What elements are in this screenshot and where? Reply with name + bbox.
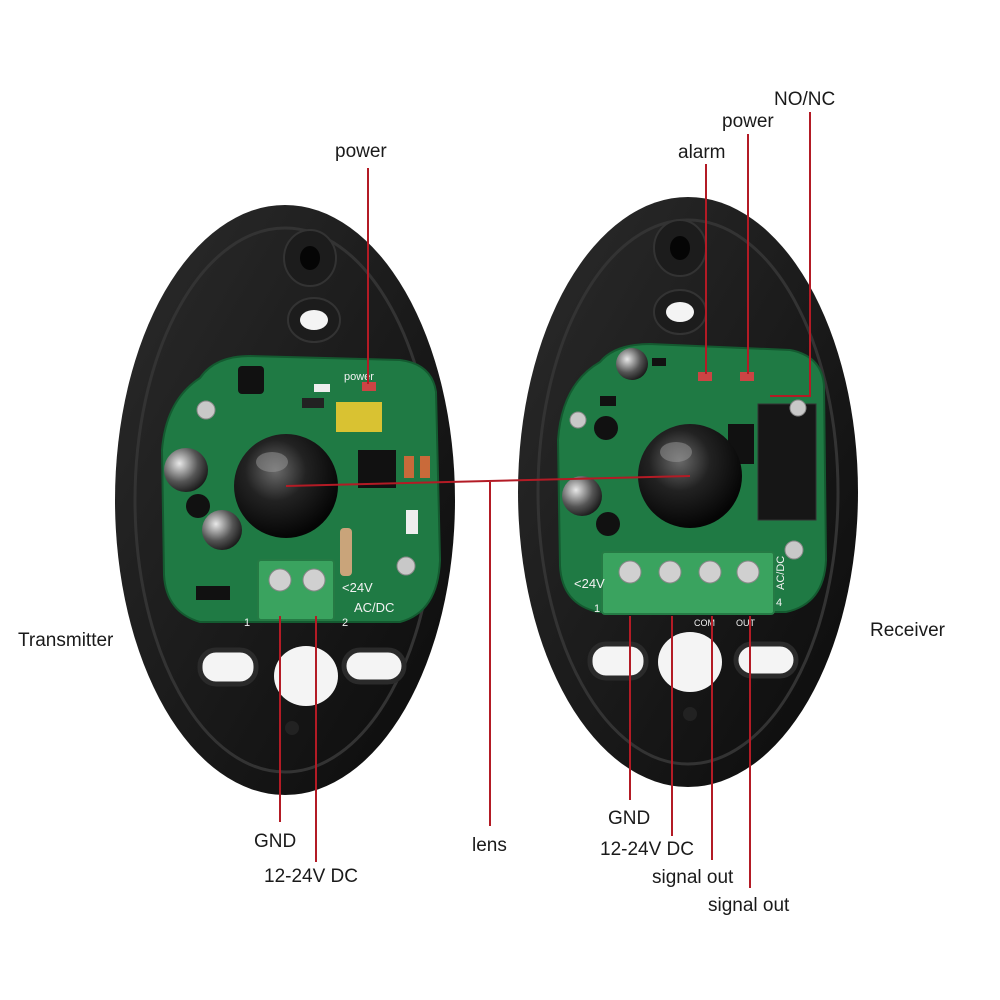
transmitter-terminal-screw-1 (268, 568, 292, 592)
leader-lines (279, 112, 811, 888)
receiver-terminal-block (601, 551, 775, 615)
receiver-smd-2 (600, 396, 616, 406)
receiver-power-led (740, 372, 754, 381)
transmitter-resistor-r3 (406, 510, 418, 534)
label-transmitter: Transmitter (18, 630, 114, 651)
transmitter-diode-d2 (420, 456, 430, 478)
transmitter-power-led (362, 382, 376, 391)
transmitter-silk-power: power (344, 371, 374, 383)
receiver-silk-voltage: <24V (574, 576, 605, 591)
transmitter-screw-left (196, 400, 216, 420)
transmitter-capacitor-small (202, 510, 242, 550)
transmitter-silk-pin2: 2 (342, 617, 348, 629)
transmitter-transistor (238, 366, 264, 394)
receiver-silk-acdc: AC/DC (775, 556, 787, 590)
transmitter-lens-highlight (256, 452, 288, 472)
transmitter-slot-left (197, 647, 259, 687)
leader-lens-axis (285, 475, 691, 487)
transmitter-diode-d1 (196, 586, 230, 600)
transmitter-capacitor-large (164, 448, 208, 492)
receiver-terminal-screw-1 (618, 560, 642, 584)
label-rx-signal-out-1: signal out (652, 867, 734, 888)
transmitter-smd (314, 384, 330, 392)
transmitter-ic (358, 450, 396, 488)
transmitter-transistor-round (186, 494, 210, 518)
transmitter-diode-d3 (404, 456, 414, 478)
label-receiver: Receiver (870, 620, 945, 641)
transmitter-cap-yellow (336, 402, 382, 432)
transmitter-mount-hole (300, 310, 328, 330)
receiver-relay (757, 403, 817, 521)
receiver-housing-rim (536, 218, 840, 766)
transmitter-resistor-r1 (340, 528, 352, 576)
label-rx-power: power (722, 111, 774, 132)
transmitter-silk-pin1: 1 (244, 617, 250, 629)
receiver-smd-1 (652, 358, 666, 366)
label-rx-voltage: 12-24V DC (600, 839, 694, 860)
receiver-slot-right (733, 641, 799, 679)
label-rx-signal-out-2: signal out (708, 895, 790, 916)
label-rx-alarm: alarm (678, 142, 726, 163)
transmitter-unit: power <24V AC/DC 1 2 (115, 205, 455, 795)
receiver-screw-right (784, 540, 804, 560)
transmitter-screw-bottom (285, 721, 299, 735)
receiver-screw-bottom (683, 707, 697, 721)
receiver-screw-topright (789, 399, 807, 417)
receiver-terminal-screw-3 (698, 560, 722, 584)
receiver-lens-highlight (660, 442, 692, 462)
receiver-capacitor-top (616, 348, 648, 380)
receiver-screw-left (569, 411, 587, 429)
transmitter-silk-acdc: AC/DC (354, 600, 394, 615)
leader-rx-no-nc (770, 112, 811, 397)
transmitter-silk-voltage: <24V (342, 580, 373, 595)
receiver-silk-pin1: 1 (594, 603, 600, 615)
receiver-terminal-screw-4 (736, 560, 760, 584)
transmitter-terminal-screw-2 (302, 568, 326, 592)
transmitter-resistor-r7 (302, 398, 324, 408)
transmitter-screw-right (396, 556, 416, 576)
transmitter-cable-hole (274, 646, 338, 706)
receiver-silk-pin4: 4 (776, 597, 782, 609)
receiver-alarm-led (698, 372, 712, 381)
label-tx-gnd: GND (254, 831, 297, 852)
receiver-capacitor-large (562, 476, 602, 516)
transmitter-terminal-block (257, 559, 335, 621)
label-rx-no-nc: NO/NC (774, 89, 836, 110)
label-rx-gnd: GND (608, 808, 651, 829)
label-lens: lens (472, 835, 507, 856)
receiver-cable-hole (658, 632, 722, 692)
label-tx-voltage: 12-24V DC (264, 866, 358, 887)
transmitter-mount-hole-top (300, 246, 320, 270)
label-tx-power: power (335, 141, 387, 162)
receiver-silk-out: OUT (736, 618, 756, 628)
receiver-mount-hole (666, 302, 694, 322)
receiver-transistor-round-2 (596, 512, 620, 536)
receiver-silk-com: COM (694, 618, 715, 628)
receiver-transistor-round (594, 416, 618, 440)
transmitter-slot-right (341, 647, 407, 685)
receiver-mount-hole-top (670, 236, 690, 260)
receiver-terminal-screw-2 (658, 560, 682, 584)
receiver-unit: <24V 1 4 COM OUT AC/DC (518, 197, 858, 787)
receiver-slot-left (587, 641, 649, 681)
